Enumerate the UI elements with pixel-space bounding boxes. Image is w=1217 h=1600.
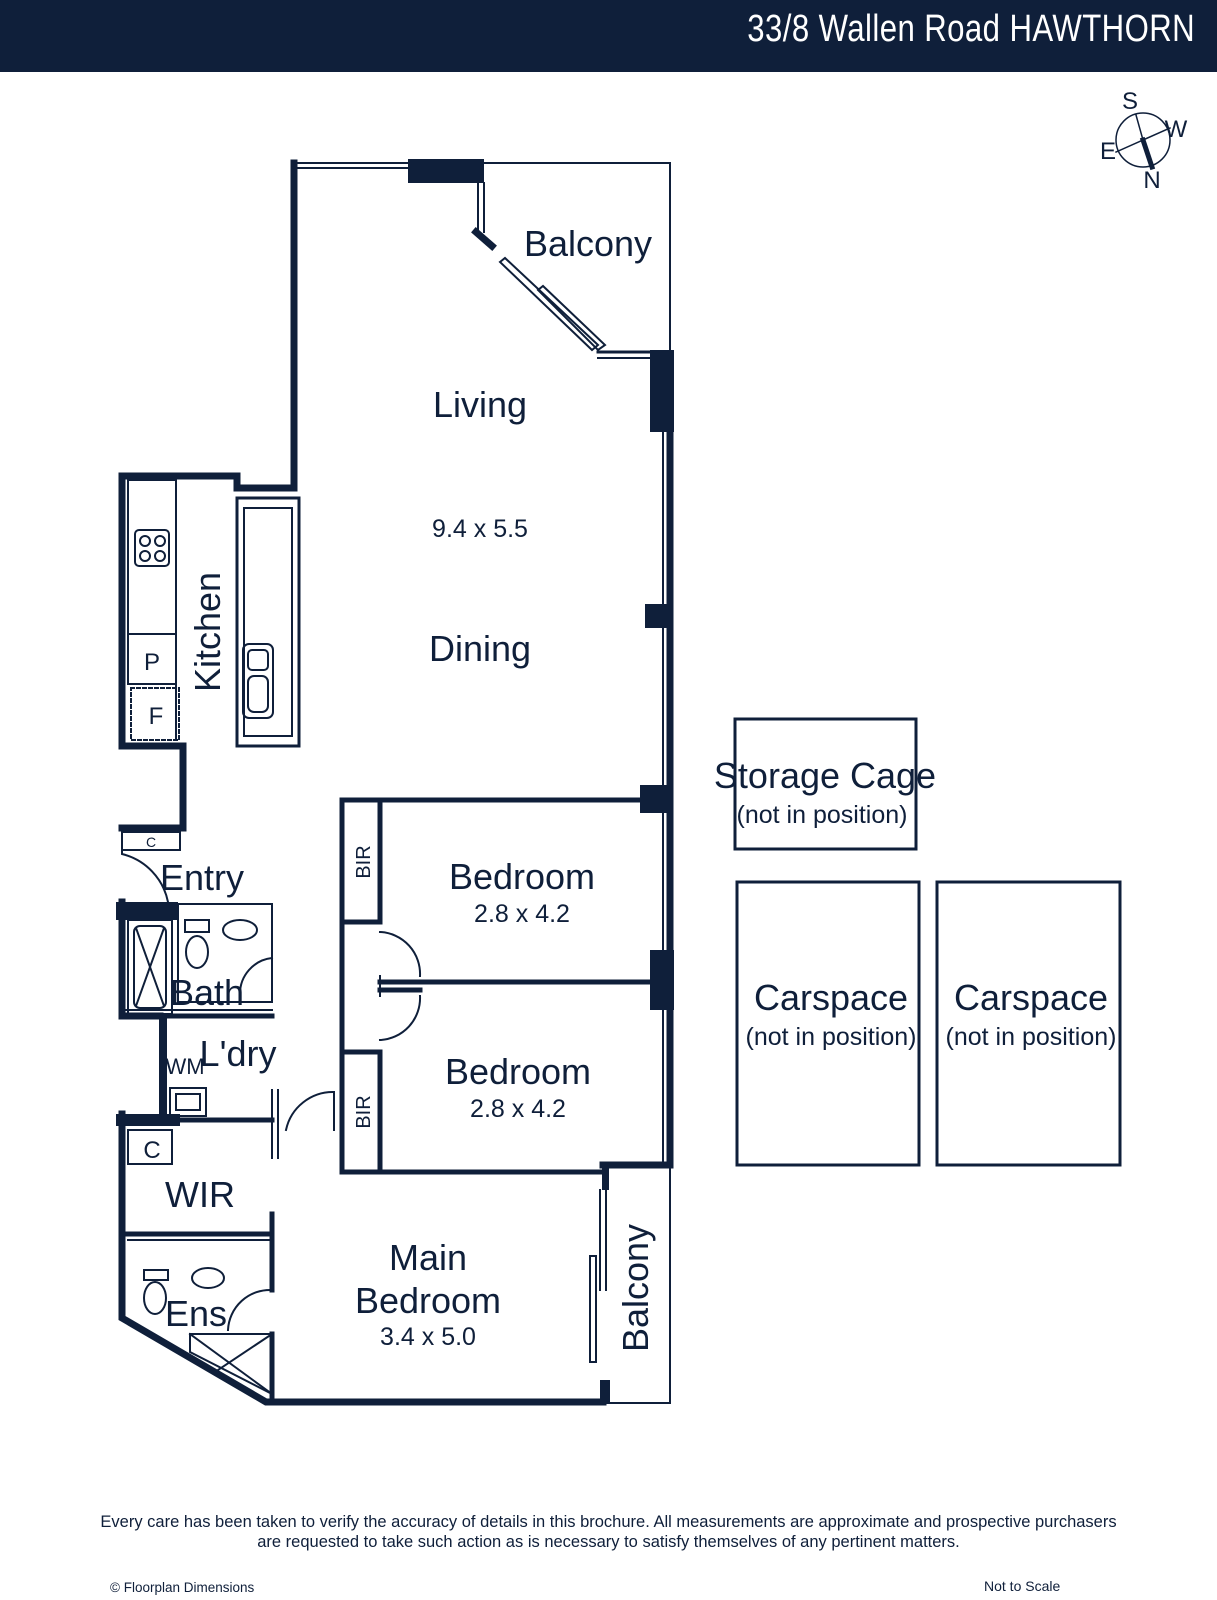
main-bedroom-label-line2: Bedroom — [355, 1280, 501, 1321]
header-bar: 33/8 Wallen Road HAWTHORN — [0, 0, 1217, 72]
bathroom-fittings — [119, 903, 275, 1019]
washing-machine-label: WM — [165, 1054, 204, 1079]
ensuite-label: Ens — [165, 1293, 227, 1334]
bedroom-2-dimensions: 2.8 x 4.2 — [470, 1095, 566, 1123]
fridge-label: F — [149, 703, 164, 730]
disclaimer-line-2: are requested to take such action as is … — [257, 1533, 960, 1551]
compass-e-label: E — [1100, 138, 1116, 165]
bedroom-walls — [339, 797, 653, 1175]
carspace-1-outline — [735, 880, 921, 1167]
storage-cage-outline — [733, 717, 918, 851]
compass-w-label: W — [1165, 116, 1188, 143]
wir-cupboard-label: C — [143, 1137, 160, 1164]
entry-label: Entry — [160, 857, 244, 898]
bedroom-2-label: Bedroom — [445, 1051, 591, 1092]
compass-n-label: N — [1143, 167, 1160, 194]
outer-walls — [118, 159, 674, 1406]
bath-label: Bath — [170, 972, 244, 1013]
storage-cage-note: (not in position) — [737, 801, 908, 829]
balcony-top-label: Balcony — [524, 223, 652, 264]
storage-cage-label: Storage Cage — [714, 755, 936, 796]
balcony-side-label: Balcony — [615, 1224, 656, 1352]
bedroom-1-dimensions: 2.8 x 4.2 — [474, 900, 570, 928]
kitchen-fittings — [127, 479, 301, 748]
scale-note: Not to Scale — [984, 1578, 1061, 1594]
exterior-lines — [293, 162, 671, 1404]
copyright-notice: © Floorplan Dimensions — [110, 1580, 255, 1595]
pantry-label: P — [144, 649, 160, 676]
kitchen-label: Kitchen — [187, 572, 228, 692]
main-balcony-door — [589, 1164, 609, 1363]
dining-label: Dining — [429, 628, 531, 669]
wall-blocks — [116, 159, 674, 1404]
property-address: 33/8 Wallen Road HAWTHORN — [747, 8, 1195, 50]
entry-fittings — [121, 831, 181, 904]
entry-cupboard-label: C — [146, 834, 156, 850]
carspace-1-label: Carspace — [754, 977, 908, 1018]
disclaimer-line-1: Every care has been taken to verify the … — [100, 1513, 1117, 1531]
wir-fittings — [125, 1117, 275, 1243]
bedroom-doors — [378, 930, 422, 1042]
carspace-2-outline — [935, 880, 1122, 1167]
laundry-label: L'dry — [200, 1033, 277, 1074]
wir-label: WIR — [165, 1174, 235, 1215]
bedroom-1-label: Bedroom — [449, 856, 595, 897]
ensuite-fittings — [143, 1237, 275, 1405]
disclaimer: Every care has been taken to verify the … — [0, 1512, 1217, 1552]
carspace-2-label: Carspace — [954, 977, 1108, 1018]
living-dimensions: 9.4 x 5.5 — [432, 515, 528, 543]
balcony-glazing — [471, 182, 656, 359]
living-label: Living — [433, 384, 527, 425]
main-bedroom-dimensions: 3.4 x 5.0 — [380, 1323, 476, 1351]
extras-outlines — [733, 717, 1122, 1167]
compass-s-label: S — [1122, 88, 1138, 115]
carspace-1-note: (not in position) — [746, 1023, 917, 1051]
compass-icon — [1115, 112, 1171, 171]
bir-1-label: BIR — [353, 845, 375, 878]
main-bedroom-label-line1: Main — [389, 1237, 467, 1278]
carspace-2-note: (not in position) — [946, 1023, 1117, 1051]
bir-2-label: BIR — [353, 1095, 375, 1128]
